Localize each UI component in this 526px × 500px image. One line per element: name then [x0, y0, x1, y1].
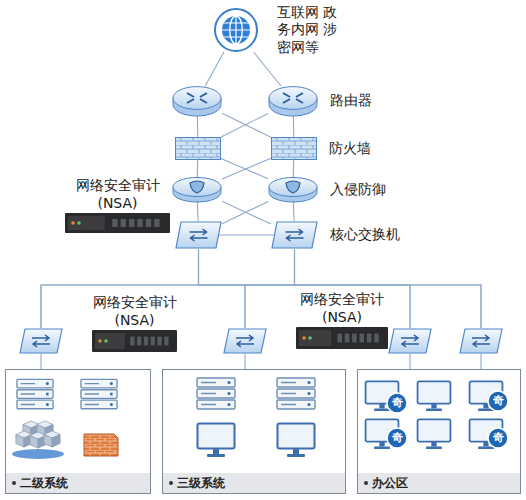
zone-label: 二级系统 [20, 475, 68, 491]
nsa-icon [65, 213, 170, 233]
device-label: 防火墙 [329, 140, 371, 158]
network-link [293, 202, 295, 221]
zone-box: 二级系统 [5, 369, 151, 494]
network-link [222, 201, 271, 224]
device-caption: 网络安全审计 (NSA) [294, 291, 389, 326]
network-link [295, 249, 411, 328]
switch-icon [388, 328, 432, 354]
router-icon [172, 86, 222, 116]
nsa-icon [296, 327, 388, 349]
nsa-icon [92, 330, 177, 352]
device-label: 互联网 政务内网 涉密网等 [277, 4, 339, 57]
zone-box: 三级系统 [162, 369, 346, 494]
core-switch: 核心交换机 [271, 221, 318, 249]
network-link [222, 113, 271, 137]
network-link [480, 354, 481, 369]
router [172, 86, 222, 116]
zone-footer: 二级系统 [6, 473, 150, 493]
network-link [244, 354, 245, 369]
bullet-dot [169, 481, 173, 485]
zone-footer: 三级系统 [163, 473, 345, 493]
network-link [293, 116, 295, 137]
network-link [295, 249, 482, 328]
ips-icon [268, 177, 318, 202]
device-label: 入侵防御 [330, 181, 386, 199]
switch-icon [19, 328, 63, 354]
fw-icon [175, 137, 221, 160]
network-link [219, 234, 274, 235]
network-link [221, 158, 268, 178]
zone-label: 三级系统 [177, 475, 225, 491]
antivirus-badge: 奇 [489, 392, 507, 410]
network-link [254, 52, 281, 86]
network-link [222, 202, 268, 224]
network-link [199, 249, 411, 328]
access-switch [388, 328, 432, 354]
network-link [245, 249, 295, 328]
access-switch [19, 328, 63, 354]
access-switch [223, 328, 267, 354]
network-link [41, 249, 295, 328]
fw-icon [271, 137, 317, 160]
router-icon [268, 86, 318, 116]
audit-device: 网络安全审计 (NSA) [296, 327, 388, 349]
firewall [175, 137, 221, 160]
device-label: 路由器 [330, 92, 372, 110]
ips-device [172, 177, 222, 202]
network-link [199, 249, 482, 328]
zone-footer: 办公区 [358, 473, 520, 493]
zone-label: 办公区 [372, 475, 408, 491]
network-link [199, 249, 246, 328]
network-link [41, 249, 199, 328]
network-link [205, 52, 224, 86]
switch-icon [223, 328, 267, 354]
switch-icon [271, 221, 318, 249]
network-link [40, 354, 41, 369]
antivirus-badge: 奇 [388, 429, 406, 447]
device-label: 核心交换机 [330, 226, 400, 244]
router: 路由器 [268, 86, 318, 116]
ips-device: 入侵防御 [268, 177, 318, 202]
network-cloud: 互联网 政务内网 涉密网等 [214, 8, 258, 52]
network-link [197, 202, 199, 221]
globe-icon [214, 8, 258, 52]
device-caption: 网络安全审计 (NSA) [70, 177, 165, 212]
core-switch [175, 221, 222, 249]
bullet-dot [12, 481, 16, 485]
bullet-dot [364, 481, 368, 485]
antivirus-badge: 奇 [388, 394, 406, 412]
switch-icon [459, 328, 503, 354]
network-link [197, 160, 199, 177]
audit-device: 网络安全审计 (NSA) [92, 330, 177, 352]
network-link [222, 158, 271, 179]
access-switch [459, 328, 503, 354]
switch-icon [175, 221, 222, 249]
network-link [409, 354, 410, 369]
firewall: 防火墙 [271, 137, 317, 160]
network-link [293, 160, 295, 177]
ips-icon [172, 177, 222, 202]
audit-device: 网络安全审计 (NSA) [65, 213, 170, 233]
network-link [197, 116, 199, 137]
antivirus-badge: 奇 [489, 429, 507, 447]
device-caption: 网络安全审计 (NSA) [87, 294, 182, 329]
network-link [221, 114, 268, 138]
